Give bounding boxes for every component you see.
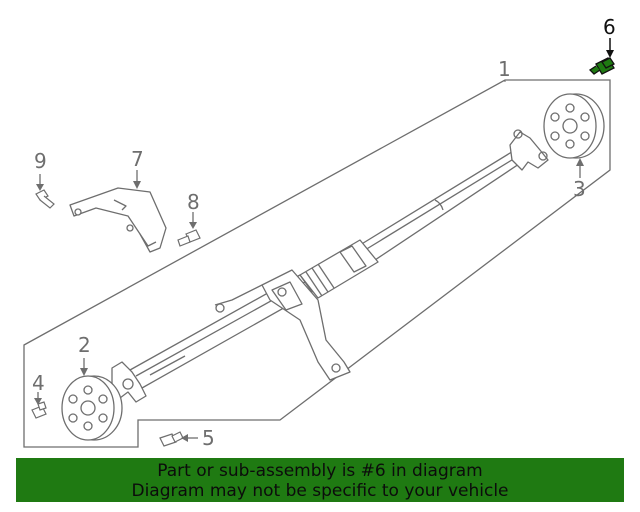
driveshaft [111,129,549,403]
arrowhead-3 [576,158,584,166]
callout-2: 2 [78,333,91,357]
bolt-8 [177,229,201,247]
bolt-6-highlighted [588,57,615,75]
callout-7: 7 [131,147,144,171]
callout-8: 8 [187,190,200,214]
flex-disc-rear [543,93,605,159]
arrowhead-9 [36,184,44,191]
callout-9: 9 [34,149,47,173]
flex-disc-front [61,375,123,441]
arrowhead-2 [80,368,88,376]
callout-6: 6 [603,15,616,39]
arrowhead-8 [189,222,197,229]
assembly-outline [23,79,611,448]
banner-line-1: Part or sub-assembly is #6 in diagram [157,461,483,481]
arrowhead-6 [606,50,614,58]
arrowhead-7 [133,181,141,189]
callout-4: 4 [32,371,45,395]
heat-shield [69,187,167,253]
callout-3: 3 [573,177,586,201]
info-banner: Part or sub-assembly is #6 in diagram Di… [16,458,624,502]
banner-line-2: Diagram may not be specific to your vehi… [131,481,509,501]
arrowhead-5 [181,434,188,442]
callout-5: 5 [202,426,215,450]
bolt-9 [35,189,55,209]
arrowhead-4 [34,398,42,405]
callout-1: 1 [498,57,511,81]
bolt-5 [159,431,184,447]
bolt-4 [31,401,47,419]
